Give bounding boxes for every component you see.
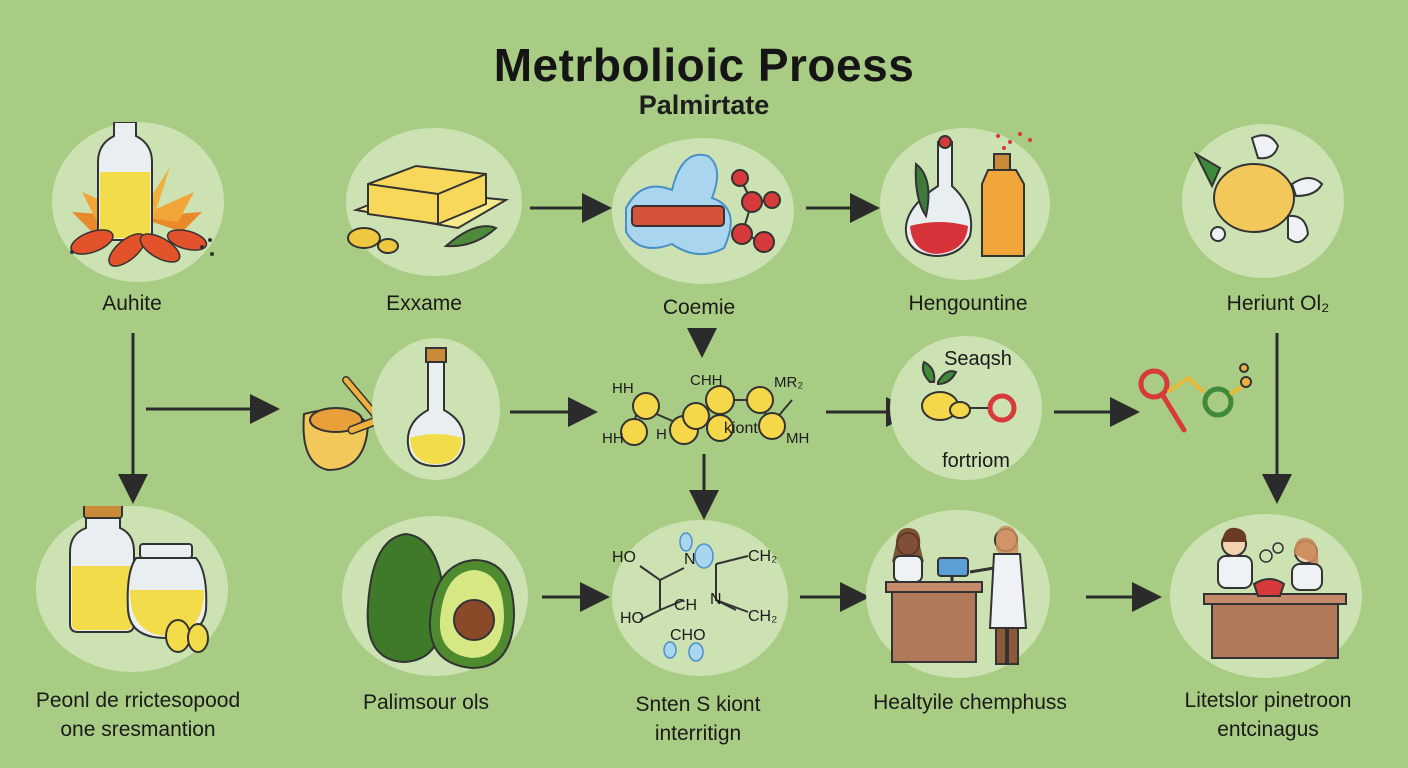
vial-illustration [372, 338, 500, 480]
node-label-4: Hengountine [908, 292, 1028, 315]
chem-label: N [684, 551, 696, 568]
node-label-6-bottom: fortriom [942, 450, 1010, 472]
node-label-b5-line2: entcinagus [1217, 718, 1319, 741]
page-title: Metrbolioic Proess [493, 39, 915, 91]
oil-jars-illustration [36, 506, 228, 672]
chem-label: MR₂ [774, 374, 804, 391]
node-label-3: Coemie [662, 296, 736, 319]
chem-label: HO [612, 549, 636, 566]
node-label-b3-line1: Snten S kiont [635, 693, 761, 716]
ring-molecule-illustration [1134, 362, 1258, 442]
node-label-b3: Snten S kiont interritign [568, 690, 828, 748]
node-label-1: Auhite [102, 292, 162, 315]
molecule-illustration [612, 138, 794, 284]
kitchen-table-illustration [1170, 514, 1362, 678]
chem-label: CH₂ [748, 608, 778, 625]
chem-label: CH [674, 597, 698, 614]
chem-label: CHH [690, 372, 723, 389]
node-label-b1: Peonl de rrictesopood one sresmantion [8, 686, 268, 744]
chem-label: HO [620, 610, 644, 627]
reaction-node-illustration [890, 336, 1042, 480]
chem-label: HH [602, 430, 624, 447]
page-subtitle: Palmirtate [638, 90, 770, 120]
butter-illustration [346, 128, 522, 276]
node-label-b4: Healtyile chemphuss [873, 691, 1067, 714]
chem-label: N [710, 591, 722, 608]
chem-structure-top: HH CHH MR₂ HH H kiont MH [596, 360, 816, 456]
citrus-illustration [1182, 124, 1344, 278]
node-label-b2: Palimsour ols [362, 691, 490, 714]
chem-label: CH₂ [748, 548, 778, 565]
node-label-b1-line1: Peonl de rrictesopood [35, 689, 241, 712]
chem-label: CHO [670, 627, 706, 644]
chem-label: H [656, 426, 667, 443]
chem-label: kiont [724, 420, 758, 437]
node-label-5: Heriunt Ol₂ [1226, 292, 1330, 315]
node-label-b5-line1: Litetslor pinetroon [1184, 689, 1352, 712]
node-label-b1-line2: one sresmantion [60, 718, 216, 741]
chem-structure-bottom-circle [612, 520, 788, 676]
node-label-2: Exxame [386, 292, 462, 315]
chem-label: MH [786, 430, 810, 447]
node-label-b3-line2: interritign [654, 722, 742, 745]
lab-flask-illustration [880, 128, 1050, 280]
node-label-b5: Litetslor pinetroon entcinagus [1138, 686, 1398, 744]
node-label-6-top: Seaqsh [944, 348, 1012, 370]
avocado-illustration [342, 516, 528, 676]
oil-bottle-illustration [52, 122, 224, 282]
cooking-scientists-illustration [866, 510, 1050, 678]
chem-label: HH [612, 380, 634, 397]
